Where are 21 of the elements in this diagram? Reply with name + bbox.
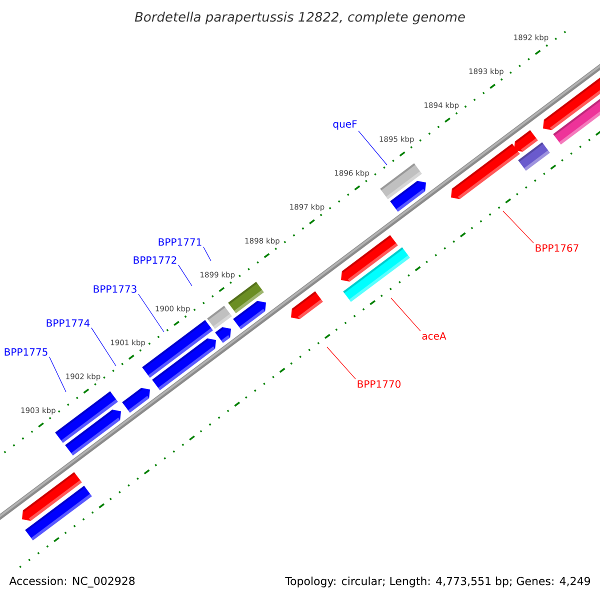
gene-label: BPP1771: [158, 238, 202, 246]
leader-line: [91, 328, 116, 366]
leader-line: [203, 246, 212, 262]
gene-label: BPP1774: [46, 319, 90, 327]
leader-line: [178, 264, 192, 286]
gene-label: queF: [333, 120, 357, 130]
gene-label: BPP1773: [94, 285, 136, 293]
title: Bordetella parapertussis 12822, complete genome: [134, 12, 465, 24]
footer-text: Accession: NC_002928: [9, 576, 135, 588]
gene-label: BPP1770: [358, 380, 401, 388]
leader-line: [390, 298, 421, 332]
gene-label: BPP1767: [536, 244, 578, 252]
leader-line: [502, 210, 534, 244]
leader-line: [138, 294, 164, 332]
gene-label: BPP1772: [134, 256, 176, 264]
leader-line: [49, 356, 66, 392]
leader-line: [358, 130, 388, 166]
leader-line: [326, 346, 356, 380]
gene-label: aceA: [422, 332, 446, 340]
footer-text: Topology: circular; Length: 4,773,551 bp; Genes: 4,249: [285, 576, 590, 588]
gene-label: BPP1775: [4, 348, 48, 356]
